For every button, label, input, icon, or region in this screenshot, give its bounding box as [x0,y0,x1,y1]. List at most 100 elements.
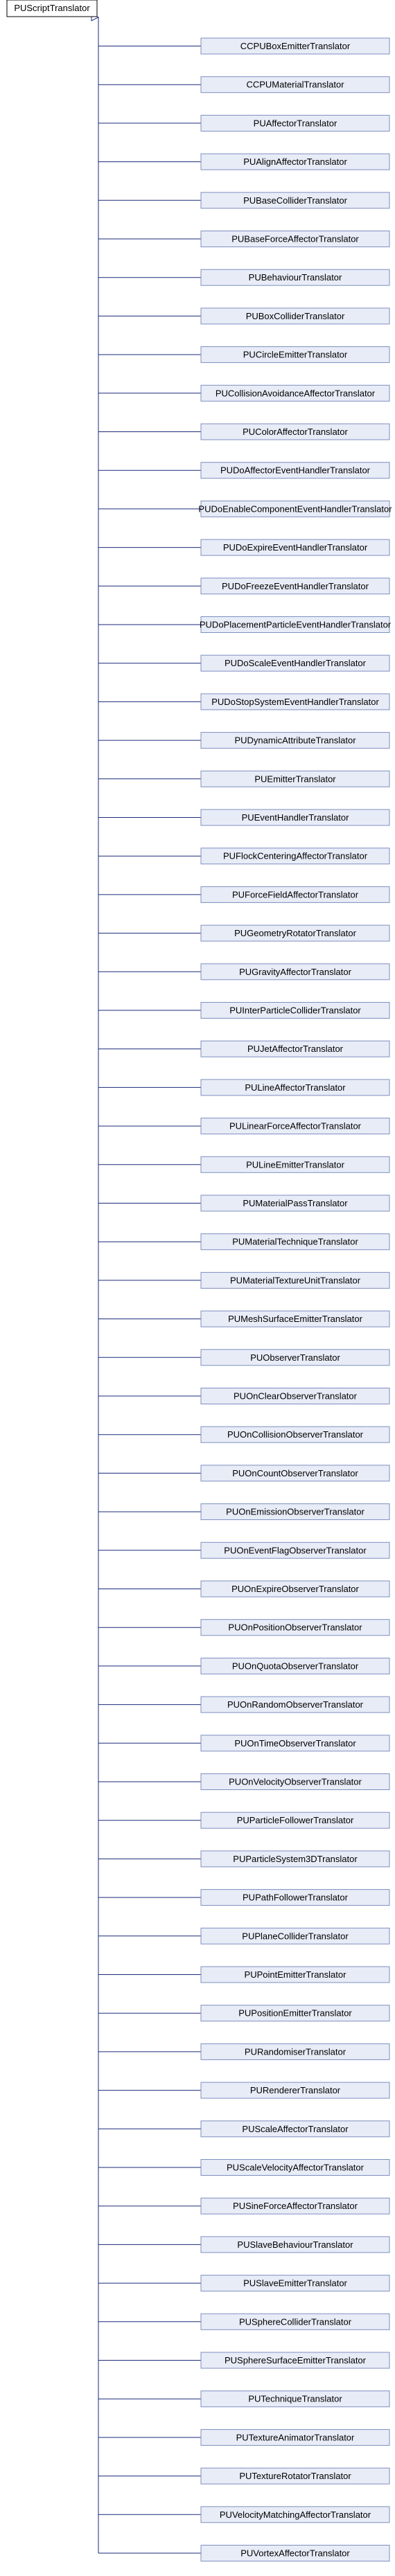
child-node-label: CCPUMaterialTranslator [246,80,344,90]
child-node-pu-color-affector-translator[interactable]: PUColorAffectorTranslator [200,423,390,440]
child-node-pu-line-affector-translator[interactable]: PULineAffectorTranslator [200,1079,390,1096]
child-node-pu-position-emitter-translator[interactable]: PUPositionEmitterTranslator [200,2005,390,2022]
child-node-pu-affector-translator[interactable]: PUAffectorTranslator [200,114,390,132]
child-node-pu-path-follower-translator[interactable]: PUPathFollowerTranslator [200,1889,390,1906]
child-node-box [200,500,390,517]
child-node-label: PUEmitterTranslator [254,773,336,784]
child-node-label: PUDoScaleEventHandlerTranslator [225,658,367,668]
child-node-pu-align-affector-translator[interactable]: PUAlignAffectorTranslator [200,153,390,170]
child-node-pu-on-event-flag-observer-translator[interactable]: PUOnEventFlagObserverTranslator [200,1541,390,1559]
child-node-pu-circle-emitter-translator[interactable]: PUCircleEmitterTranslator [200,346,390,364]
child-node-label: PURandomiserTranslator [245,2046,346,2057]
child-node-pu-texture-animator-translator[interactable]: PUTextureAnimatorTranslator [200,2429,390,2446]
child-node-box [200,1156,390,1173]
child-node-pu-flock-centering-affector-translator[interactable]: PUFlockCenteringAffectorTranslator [200,848,390,865]
root-node[interactable]: PUScriptTranslator [6,0,98,17]
child-node-label: PUBoxColliderTranslator [246,311,345,321]
child-node-pu-do-enable-component-event-handler-translator[interactable]: PUDoEnableComponentEventHandlerTranslato… [198,500,392,517]
child-node-label: CCPUBoxEmitterTranslator [240,41,351,51]
child-node-pu-on-collision-observer-translator[interactable]: PUOnCollisionObserverTranslator [200,1426,390,1443]
child-node-label: PUCollisionAvoidanceAffectorTranslator [216,388,376,398]
child-node-pu-on-clear-observer-translator[interactable]: PUOnClearObserverTranslator [200,1388,390,1404]
child-node-pu-base-force-affector-translator[interactable]: PUBaseForceAffectorTranslator [200,231,390,247]
child-node-pu-velocity-matching-affector-translator[interactable]: PUVelocityMatchingAffectorTranslator [200,2506,390,2523]
child-node-label: PULinearForceAffectorTranslator [229,1121,362,1132]
child-node-pu-on-count-observer-translator[interactable]: PUOnCountObserverTranslator [200,1465,390,1482]
child-node-pu-material-technique-translator[interactable]: PUMaterialTechniqueTranslator [200,1233,390,1251]
child-node-pu-renderer-translator[interactable]: PURendererTranslator [200,2082,390,2099]
child-node-box [200,2352,390,2369]
child-node-pu-force-field-affector-translator[interactable]: PUForceFieldAffectorTranslator [200,886,390,903]
child-node-pu-sphere-collider-translator[interactable]: PUSphereColliderTranslator [200,2313,390,2330]
child-node-pu-on-position-observer-translator[interactable]: PUOnPositionObserverTranslator [200,1619,390,1636]
child-node-pu-plane-collider-translator[interactable]: PUPlaneColliderTranslator [200,1927,390,1944]
child-node-box [200,924,390,942]
child-node-box [200,770,390,787]
child-node-pu-particle-follower-translator[interactable]: PUParticleFollowerTranslator [200,1812,390,1829]
child-node-pu-on-quota-observer-translator[interactable]: PUOnQuotaObserverTranslator [200,1657,390,1674]
child-node-pu-material-texture-unit-translator[interactable]: PUMaterialTextureUnitTranslator [200,1271,390,1289]
child-node-box [200,2120,390,2138]
child-node-pu-line-emitter-translator[interactable]: PULineEmitterTranslator [200,1156,390,1173]
child-node-label: PUSlaveBehaviourTranslator [237,2239,353,2250]
child-node-pu-do-expire-event-handler-translator[interactable]: PUDoExpireEventHandlerTranslator [200,539,390,556]
child-node-label: PUMaterialTechniqueTranslator [232,1237,358,1247]
child-node-label: PUMaterialPassTranslator [243,1198,348,1208]
child-node-pu-do-placement-particle-event-handler-translator[interactable]: PUDoPlacementParticleEventHandlerTransla… [200,616,392,633]
child-node-pu-scale-velocity-affector-translator[interactable]: PUScaleVelocityAffectorTranslator [200,2159,390,2176]
child-node-pu-randomiser-translator[interactable]: PURandomiserTranslator [200,2043,390,2060]
child-node-pu-on-time-observer-translator[interactable]: PUOnTimeObserverTranslator [200,1735,390,1752]
child-node-label: PUPlaneColliderTranslator [242,1931,349,1941]
child-node-label: PUDoEnableComponentEventHandlerTranslato… [198,503,392,514]
child-node-pu-geometry-rotator-translator[interactable]: PUGeometryRotatorTranslator [200,924,390,942]
child-node-pu-do-stop-system-event-handler-translator[interactable]: PUDoStopSystemEventHandlerTranslator [200,693,390,710]
child-node-label: PUOnEmissionObserverTranslator [226,1507,365,1517]
child-node-pu-slave-emitter-translator[interactable]: PUSlaveEmitterTranslator [200,2275,390,2292]
child-node-pu-do-freeze-event-handler-translator[interactable]: PUDoFreezeEventHandlerTranslator [200,578,390,595]
child-node-label: PUDoFreezeEventHandlerTranslator [222,581,369,591]
child-node-pu-on-emission-observer-translator[interactable]: PUOnEmissionObserverTranslator [200,1503,390,1521]
child-node-pu-sine-force-affector-translator[interactable]: PUSineForceAffectorTranslator [200,2197,390,2215]
child-node-pu-collision-avoidance-affector-translator[interactable]: PUCollisionAvoidanceAffectorTranslator [200,384,390,402]
child-node-pu-particle-system3-d-translator[interactable]: PUParticleSystem3DTranslator [200,1850,390,1868]
child-node-pu-emitter-translator[interactable]: PUEmitterTranslator [200,770,390,787]
child-node-pu-box-collider-translator[interactable]: PUBoxColliderTranslator [200,307,390,325]
child-node-ccpu-material-translator[interactable]: CCPUMaterialTranslator [200,76,390,93]
child-node-pu-jet-affector-translator[interactable]: PUJetAffectorTranslator [200,1040,390,1057]
child-node-pu-behaviour-translator[interactable]: PUBehaviourTranslator [200,269,390,286]
child-node-pu-texture-rotator-translator[interactable]: PUTextureRotatorTranslator [200,2467,390,2485]
child-node-pu-material-pass-translator[interactable]: PUMaterialPassTranslator [200,1195,390,1212]
child-node-box [200,76,390,93]
child-node-box [200,346,390,364]
child-node-pu-scale-affector-translator[interactable]: PUScaleAffectorTranslator [200,2120,390,2138]
child-node-ccpu-box-emitter-translator[interactable]: CCPUBoxEmitterTranslator [200,37,390,55]
child-node-pu-inter-particle-collider-translator[interactable]: PUInterParticleColliderTranslator [200,1002,390,1019]
child-node-pu-on-expire-observer-translator[interactable]: PUOnExpireObserverTranslator [200,1580,390,1598]
child-node-pu-do-affector-event-handler-translator[interactable]: PUDoAffectorEventHandlerTranslator [200,462,390,479]
child-node-label: PUInterParticleColliderTranslator [229,1005,361,1016]
child-node-pu-on-velocity-observer-translator[interactable]: PUOnVelocityObserverTranslator [200,1773,390,1790]
child-node-pu-mesh-surface-emitter-translator[interactable]: PUMeshSurfaceEmitterTranslator [200,1310,390,1327]
child-node-box [200,114,390,132]
child-node-pu-observer-translator[interactable]: PUObserverTranslator [200,1349,390,1366]
child-node-pu-technique-translator[interactable]: PUTechniqueTranslator [200,2390,390,2408]
child-node-pu-linear-force-affector-translator[interactable]: PULinearForceAffectorTranslator [200,1118,390,1135]
child-node-label: PUEventHandlerTranslator [242,812,350,823]
child-node-pu-vortex-affector-translator[interactable]: PUVortexAffectorTranslator [200,2545,390,2561]
child-node-pu-base-collider-translator[interactable]: PUBaseColliderTranslator [200,192,390,209]
child-node-pu-sphere-surface-emitter-translator[interactable]: PUSphereSurfaceEmitterTranslator [200,2352,390,2369]
child-node-label: PUDoPlacementParticleEventHandlerTransla… [200,620,392,630]
child-node-pu-do-scale-event-handler-translator[interactable]: PUDoScaleEventHandlerTranslator [200,654,390,672]
child-node-pu-event-handler-translator[interactable]: PUEventHandlerTranslator [200,809,390,826]
child-node-label: PUDoExpireEventHandlerTranslator [223,542,368,553]
child-node-box [200,1541,390,1559]
child-node-box [200,2082,390,2099]
child-node-label: PUMeshSurfaceEmitterTranslator [228,1314,363,1324]
child-node-pu-on-random-observer-translator[interactable]: PUOnRandomObserverTranslator [200,1696,390,1713]
child-node-pu-gravity-affector-translator[interactable]: PUGravityAffectorTranslator [200,963,390,981]
child-node-box [200,2236,390,2253]
child-node-pu-dynamic-attribute-translator[interactable]: PUDynamicAttributeTranslator [200,732,390,749]
child-node-pu-point-emitter-translator[interactable]: PUPointEmitterTranslator [200,1966,390,1983]
child-node-pu-slave-behaviour-translator[interactable]: PUSlaveBehaviourTranslator [200,2236,390,2253]
child-node-label: PUOnVelocityObserverTranslator [229,1777,362,1787]
